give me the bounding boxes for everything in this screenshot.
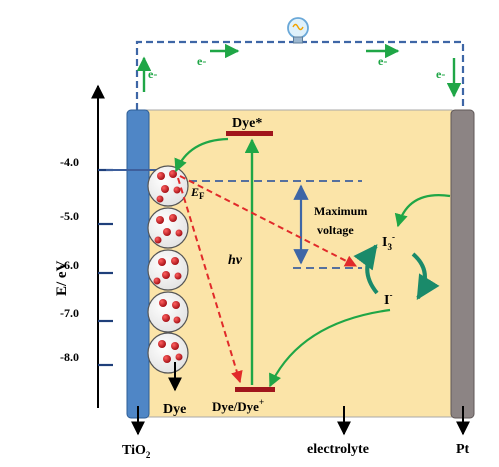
dye-ground-level	[235, 387, 275, 392]
tick-label-4: -4.0	[60, 155, 79, 169]
fermi-level-label: EF	[190, 185, 205, 201]
external-circuit	[135, 40, 465, 110]
pt-electrode	[450, 109, 475, 419]
electron-label-left: e-	[148, 67, 157, 81]
dye-molecules	[153, 170, 183, 363]
dye-excited-label: Dye*	[232, 116, 262, 131]
dye-ground-label: Dye/Dye+	[212, 397, 264, 414]
redox-cycle-left	[353, 244, 379, 295]
max-voltage-label-2: voltage	[317, 223, 354, 237]
dye-excited-level	[226, 131, 273, 136]
recombination-arrows	[177, 175, 358, 384]
electron-injection-arrow	[174, 137, 229, 173]
iodide-label: I-	[384, 290, 392, 308]
electron-label-top-right: e-	[378, 54, 387, 68]
tick-label-5: -5.0	[60, 209, 79, 223]
dye-regeneration-arrow	[269, 308, 391, 388]
light-bulb-icon	[287, 17, 309, 44]
tick-label-8: -8.0	[60, 350, 79, 364]
energy-ticks	[98, 168, 113, 367]
pt-label: Pt	[456, 442, 470, 457]
pt-reduction-arrow	[394, 194, 451, 228]
electron-label-right: e-	[436, 67, 445, 81]
tio2-nanoparticles	[147, 165, 189, 374]
electrolyte-region	[145, 109, 453, 418]
max-voltage-label-1: Maximum	[314, 204, 367, 218]
dye-label: Dye	[163, 402, 186, 417]
tick-label-6: -6.0	[60, 258, 79, 272]
electron-flow-arrows	[136, 43, 462, 98]
electron-label-top-left: e-	[197, 54, 206, 68]
redox-cycle-right	[411, 252, 440, 301]
electrolyte-label: electrolyte	[307, 442, 369, 457]
energy-axis-label: E/ eV	[54, 260, 70, 296]
tio2-label: TiO2	[122, 443, 151, 460]
photon-label: hν	[228, 253, 243, 268]
tio2-electrode	[126, 109, 150, 419]
triiodide-label: I3-	[382, 232, 395, 252]
tick-label-7: -7.0	[60, 306, 79, 320]
